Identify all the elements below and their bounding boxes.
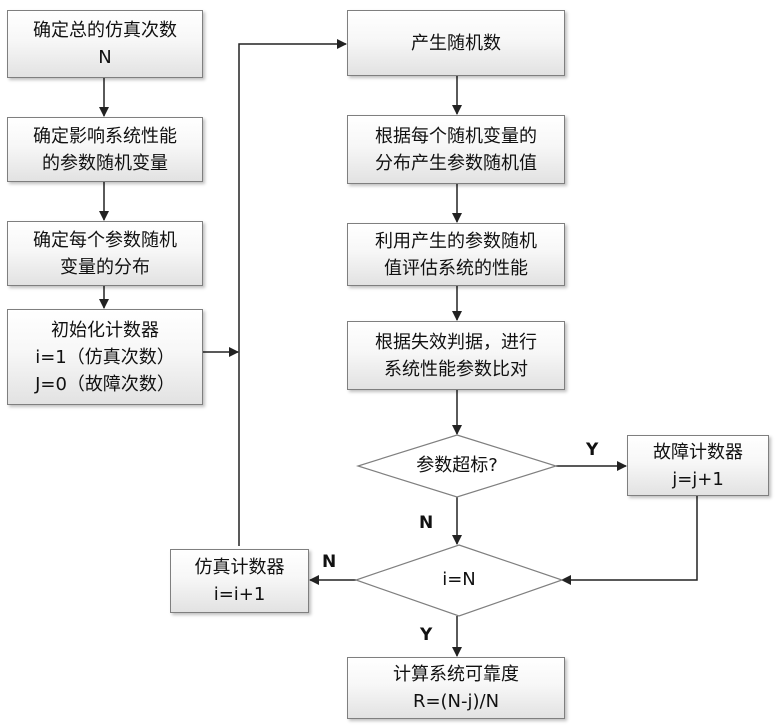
box-distribution-line1: 确定每个参数随机 bbox=[33, 229, 177, 251]
box-fault-counter: 故障计数器 j=j+1 bbox=[627, 435, 769, 496]
decision-exceeds-shape bbox=[355, 434, 559, 498]
box-init-counters: 初始化计数器 i=1（仿真次数） J=0（故障次数） bbox=[7, 309, 203, 405]
decision-exceeds-label: 参数超标? bbox=[416, 455, 498, 476]
arrow-fault-to-in bbox=[561, 496, 698, 585]
box-total-simulations-line2: N bbox=[98, 47, 112, 68]
box-total-simulations-line1: 确定总的仿真次数 bbox=[33, 20, 177, 41]
flag-i-equals-n-no: N bbox=[322, 552, 337, 572]
box-compare-parameters-line1: 根据失效判据，进行 bbox=[375, 331, 537, 353]
box-evaluate-performance-line2: 值评估系统的性能 bbox=[384, 257, 528, 279]
flag-exceeds-yes: Y bbox=[586, 440, 599, 460]
box-generate-random-line1: 产生随机数 bbox=[411, 32, 501, 54]
box-distribution-line2: 变量的分布 bbox=[60, 256, 150, 278]
box-evaluate-performance-line1: 利用产生的参数随机 bbox=[375, 230, 537, 252]
box-random-variables: 确定影响系统性能 的参数随机变量 bbox=[7, 117, 203, 182]
box-sim-counter: 仿真计数器 i=i+1 bbox=[170, 549, 309, 613]
box-generate-random: 产生随机数 bbox=[347, 10, 565, 76]
decision-i-equals-n-label: i=N bbox=[442, 569, 476, 590]
loop-trunk bbox=[238, 39, 347, 546]
box-generate-values: 根据每个随机变量的 分布产生参数随机值 bbox=[347, 115, 565, 184]
box-total-simulations: 确定总的仿真次数 N bbox=[7, 10, 203, 78]
box-evaluate-performance: 利用产生的参数随机 值评估系统的性能 bbox=[347, 223, 565, 286]
flag-i-equals-n-yes: Y bbox=[420, 625, 433, 645]
box-generate-values-line2: 分布产生参数随机值 bbox=[375, 152, 537, 174]
box-generate-values-line1: 根据每个随机变量的 bbox=[375, 125, 537, 147]
box-init-counters-line3: J=0（故障次数） bbox=[35, 373, 175, 395]
box-random-variables-line2: 的参数随机变量 bbox=[42, 152, 168, 174]
decision-i-equals-n-shape bbox=[354, 544, 564, 617]
box-sim-counter-line2: i=i+1 bbox=[213, 584, 266, 605]
box-distribution: 确定每个参数随机 变量的分布 bbox=[7, 221, 203, 286]
box-compare-parameters-line2: 系统性能参数比对 bbox=[384, 358, 528, 380]
box-reliability-line1: 计算系统可靠度 bbox=[393, 664, 519, 685]
box-random-variables-line1: 确定影响系统性能 bbox=[33, 125, 177, 147]
box-compare-parameters: 根据失效判据，进行 系统性能参数比对 bbox=[347, 321, 565, 390]
box-reliability-line2: R=(N-j)/N bbox=[412, 691, 500, 712]
box-reliability: 计算系统可靠度 R=(N-j)/N bbox=[347, 657, 565, 719]
box-fault-counter-line2: j=j+1 bbox=[672, 468, 724, 490]
box-init-counters-line1: 初始化计数器 bbox=[51, 319, 159, 341]
box-init-counters-line2: i=1（仿真次数） bbox=[35, 346, 175, 368]
flag-exceeds-no: N bbox=[419, 513, 434, 533]
box-sim-counter-line1: 仿真计数器 bbox=[194, 557, 285, 578]
box-fault-counter-line1: 故障计数器 bbox=[653, 441, 743, 463]
